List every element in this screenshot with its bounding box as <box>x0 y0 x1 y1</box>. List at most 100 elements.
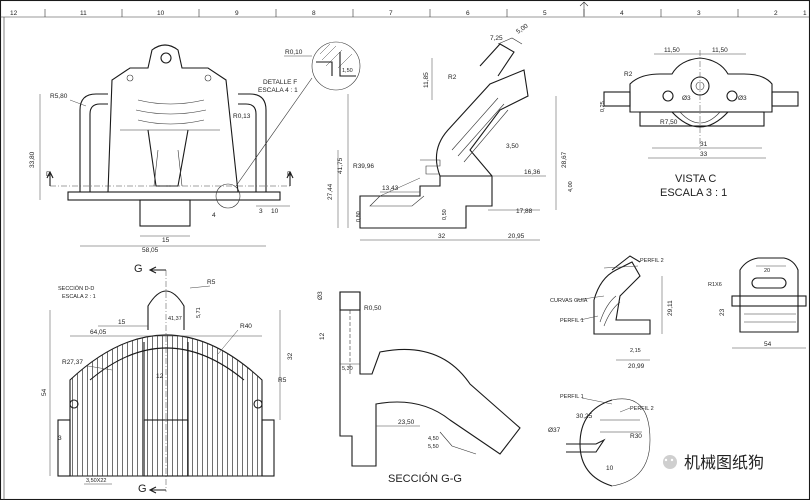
zone-label: 5 <box>543 10 547 17</box>
dimension-text: 30,25 <box>576 413 593 420</box>
profile-label: PERFIL 1 <box>560 318 584 324</box>
dimension-text: 4,50 <box>428 436 439 442</box>
dimension-text: 3 <box>259 208 263 215</box>
view-scale: ESCALA 4 : 1 <box>258 87 298 94</box>
dimension-text: 1,50 <box>342 68 353 74</box>
dimension-text: 20,95 <box>508 233 525 240</box>
dimension-text: 11,85 <box>423 72 430 88</box>
profile-label: CURVAS GUIA <box>550 298 588 304</box>
dimension-text: 4 <box>212 212 216 219</box>
watermark-text: 机械图纸狗 <box>684 453 764 472</box>
dimension-text: 11,50 <box>712 47 728 54</box>
dimension-text: 27,44 <box>327 183 334 200</box>
dimension-text: Ø3 <box>682 95 691 102</box>
view-title: DETALLE F <box>263 79 297 86</box>
dimension-text: 0,80 <box>356 211 362 222</box>
dimension-text: Ø37 <box>548 427 561 434</box>
zone-label: 1 <box>803 10 807 17</box>
dimension-text: R0,13 <box>233 113 251 120</box>
detail-circle-view: PERFIL 1 PERFIL 2 30,25 Ø37 R30 10 <box>548 394 654 487</box>
dimension-text: 13,43 <box>382 185 399 192</box>
zone-label: 6 <box>466 10 470 17</box>
dimension-text: 23 <box>719 308 726 316</box>
watermark: 机械图纸狗 <box>663 453 764 472</box>
dimension-text: 2,15 <box>630 348 641 354</box>
dimension-text: Ø3 <box>738 95 747 102</box>
dimension-text: 33,80 <box>29 151 36 168</box>
dimension-text: 12 <box>319 332 326 340</box>
dimension-text: 10 <box>271 208 279 215</box>
dimension-text: R40 <box>240 323 252 330</box>
detail-callout-circle <box>215 183 241 209</box>
dimension-text: 20,99 <box>628 363 645 370</box>
view-title: SECCIÓN D-D <box>58 285 94 292</box>
section-dd-view: SECCIÓN D-D ESCALA 2 : 1 G G 54 64,05 15… <box>41 263 294 495</box>
zone-label: 2 <box>774 10 778 17</box>
front-view: D D 33,80 R5,80 R0,13 58,05 15 3 10 4 <box>29 44 313 254</box>
zone-label: 12 <box>10 10 18 17</box>
vista-c-view: 11,50 11,50 R2 Ø3 Ø3 R7,50 31 33 0,25 VI… <box>600 47 799 199</box>
dimension-text: 29,11 <box>667 300 674 316</box>
zone-label: 9 <box>235 10 239 17</box>
dimension-text: 23,50 <box>398 419 415 426</box>
dimension-text: R0,50 <box>364 305 382 312</box>
dimension-text: 28,67 <box>561 151 568 168</box>
dimension-text: R5 <box>207 279 216 286</box>
profile-label: PERFIL 2 <box>640 258 664 264</box>
zone-label: 7 <box>389 10 393 17</box>
zone-label: 3 <box>697 10 701 17</box>
dimension-text: R5 <box>278 377 287 384</box>
dimension-text: R5,80 <box>50 93 68 100</box>
dimension-text: 58,05 <box>142 247 159 254</box>
dimension-text: 0,25 <box>600 101 606 112</box>
dimension-text: 5,50 <box>428 444 439 450</box>
scroll-marker-icon <box>579 1 589 16</box>
dimension-text: 5,71 <box>196 307 202 318</box>
dimension-text: 15 <box>162 237 170 244</box>
zone-label: 8 <box>312 10 316 17</box>
dimension-text: R1X6 <box>708 282 722 288</box>
section-arrow-label: D <box>46 171 51 178</box>
dimension-text: 32 <box>438 233 446 240</box>
dimension-text: 3 <box>58 435 62 442</box>
dimension-text: 16,36 <box>524 169 541 176</box>
dimension-text: 0,50 <box>442 209 448 220</box>
section-arrow-label: D <box>287 171 292 178</box>
dimension-text: 7,25 <box>490 35 503 42</box>
dimension-text: 64,05 <box>90 329 107 336</box>
side-view: 41,75 27,44 R39,96 13,43 32 20,95 17,88 … <box>327 22 574 241</box>
profile-label: PERFIL 1 <box>560 394 584 400</box>
dimension-text: 4,00 <box>568 181 574 192</box>
dimension-text: 54 <box>41 388 48 396</box>
dimension-text: 41,37 <box>168 316 182 322</box>
zone-labels: 12 11 10 9 8 7 6 5 4 3 2 1 <box>10 10 807 17</box>
profile-label: PERFIL 2 <box>630 406 654 412</box>
view-title: SECCIÓN G-G <box>388 472 462 485</box>
dimension-text: R7,50 <box>660 119 678 126</box>
view-scale: ESCALA 2 : 1 <box>62 294 96 300</box>
section-arrow-label: G <box>138 483 147 495</box>
dimension-text: R39,96 <box>353 163 374 170</box>
dimension-text: 32 <box>287 352 294 360</box>
zone-label: 4 <box>620 10 624 17</box>
wechat-logo-icon <box>663 455 677 469</box>
dimension-text: R0,10 <box>285 49 303 56</box>
section-gg-view: Ø3 R0,50 12 5,30 23,50 4,50 5,50 SECCIÓN… <box>317 291 521 485</box>
dimension-text: 5,00 <box>515 22 530 35</box>
dimension-text: 33 <box>700 151 708 158</box>
dimension-text: 54 <box>764 341 772 348</box>
zone-label: 11 <box>80 10 87 17</box>
dimension-text: 5,30 <box>342 366 353 372</box>
dimension-text: R27,37 <box>62 359 83 366</box>
section-arrow-label: G <box>134 263 143 275</box>
dimension-text: Ø3 <box>317 291 324 300</box>
detail-f-view: R0,10 1,50 DETALLE F ESCALA 4 : 1 <box>258 41 361 94</box>
dimension-text: 12 <box>156 373 164 380</box>
dimension-text: 11,50 <box>664 47 680 54</box>
dimension-text: 3,50 <box>506 143 519 150</box>
dimension-text: R2 <box>624 71 633 78</box>
dimension-text: R2 <box>448 74 457 81</box>
dimension-text: 15 <box>118 319 126 326</box>
dimension-text: R30 <box>630 433 642 440</box>
